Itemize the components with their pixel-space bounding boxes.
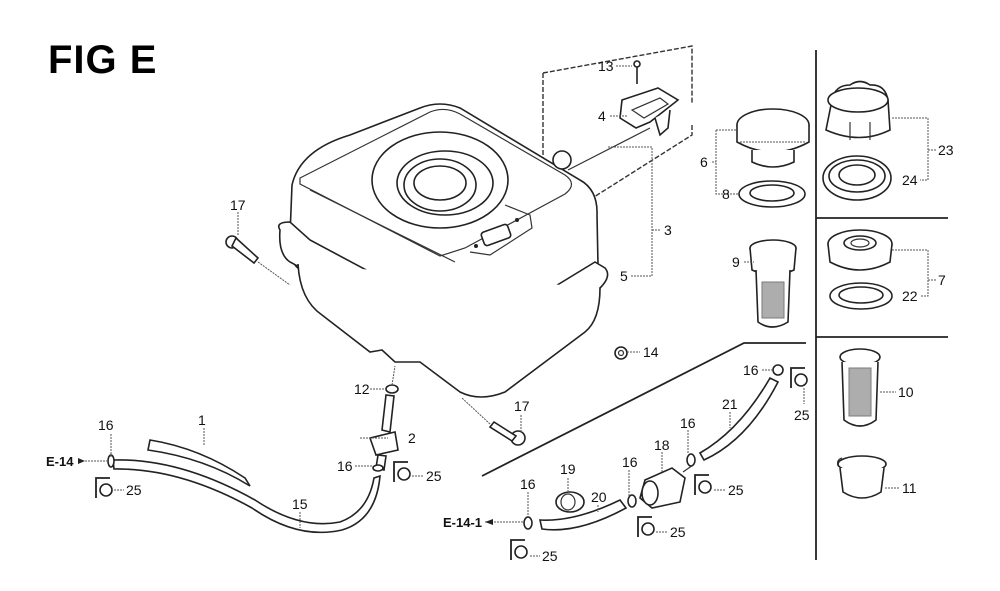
cross-references: E-14 E-14-1 [46,454,493,530]
section-frames [481,45,948,560]
fuel-tank[interactable] [277,103,609,398]
fuel-gauge[interactable] [552,60,680,171]
callout-1[interactable]: 1 [198,412,206,428]
bolt-17-upper[interactable] [225,235,291,286]
callout-21[interactable]: 21 [722,396,738,412]
grommet-19[interactable] [555,491,585,513]
fuel-cap-23-assembly[interactable] [822,80,892,201]
strainer-holder-11[interactable] [836,455,887,499]
clips-16[interactable] [107,364,784,530]
strainer-10[interactable] [839,348,881,427]
callout-25-c[interactable]: 25 [542,548,558,564]
callout-22[interactable]: 22 [902,288,918,304]
callout-labels: 1 2 3 4 5 6 7 8 9 10 11 12 13 14 15 16 1… [98,58,954,564]
clamps-25[interactable] [95,367,808,560]
callout-20[interactable]: 20 [591,489,607,505]
callout-19[interactable]: 19 [560,461,576,477]
reference-arrow-e-14 [78,458,85,464]
callout-15[interactable]: 15 [292,496,308,512]
hose-15[interactable] [112,459,381,534]
callout-5[interactable]: 5 [620,268,628,284]
callout-25-b[interactable]: 25 [426,468,442,484]
fuel-cap-assembly[interactable] [736,108,810,208]
hose-20[interactable] [538,498,628,531]
callout-3[interactable]: 3 [664,222,672,238]
callout-16-a[interactable]: 16 [98,417,114,433]
fuel-filter-18[interactable] [639,464,694,509]
hose-21[interactable] [698,376,780,462]
reference-e-14-1[interactable]: E-14-1 [443,515,482,530]
callout-23[interactable]: 23 [938,142,954,158]
leader-lines [85,65,936,557]
callout-16-b[interactable]: 16 [337,458,353,474]
fuel-cap-7-assembly[interactable] [827,229,893,310]
callout-17-b[interactable]: 17 [514,398,530,414]
callout-8[interactable]: 8 [722,186,730,202]
nut-14[interactable] [614,346,628,360]
gauge-group-frame [542,45,693,198]
callout-9[interactable]: 9 [732,254,740,270]
fuel-valve-2[interactable] [368,365,399,471]
callout-25-a[interactable]: 25 [126,482,142,498]
hose-1[interactable] [147,439,251,487]
callout-14[interactable]: 14 [643,344,659,360]
lower-section-divider [481,342,806,477]
bolt-17-lower[interactable] [461,397,526,446]
callout-2[interactable]: 2 [408,430,416,446]
callout-4[interactable]: 4 [598,108,606,124]
callout-25-f[interactable]: 25 [794,407,810,423]
callout-18[interactable]: 18 [654,437,670,453]
callout-16-d[interactable]: 16 [622,454,638,470]
callout-10[interactable]: 10 [898,384,914,400]
callout-11[interactable]: 11 [902,480,917,496]
reference-arrow-e-14-1 [485,519,493,525]
callout-16-f[interactable]: 16 [743,362,759,378]
callout-12[interactable]: 12 [354,381,370,397]
callout-16-e[interactable]: 16 [680,415,696,431]
callout-16-c[interactable]: 16 [520,476,536,492]
callout-13[interactable]: 13 [598,58,614,74]
callout-17-a[interactable]: 17 [230,197,246,213]
reference-e-14[interactable]: E-14 [46,454,74,469]
callout-25-e[interactable]: 25 [728,482,744,498]
callout-6[interactable]: 6 [700,154,708,170]
callout-7[interactable]: 7 [938,272,946,288]
strainer-9[interactable] [749,239,797,328]
callout-24[interactable]: 24 [902,172,918,188]
callout-25-d[interactable]: 25 [670,524,686,540]
figure-title: FIG E [48,38,158,82]
